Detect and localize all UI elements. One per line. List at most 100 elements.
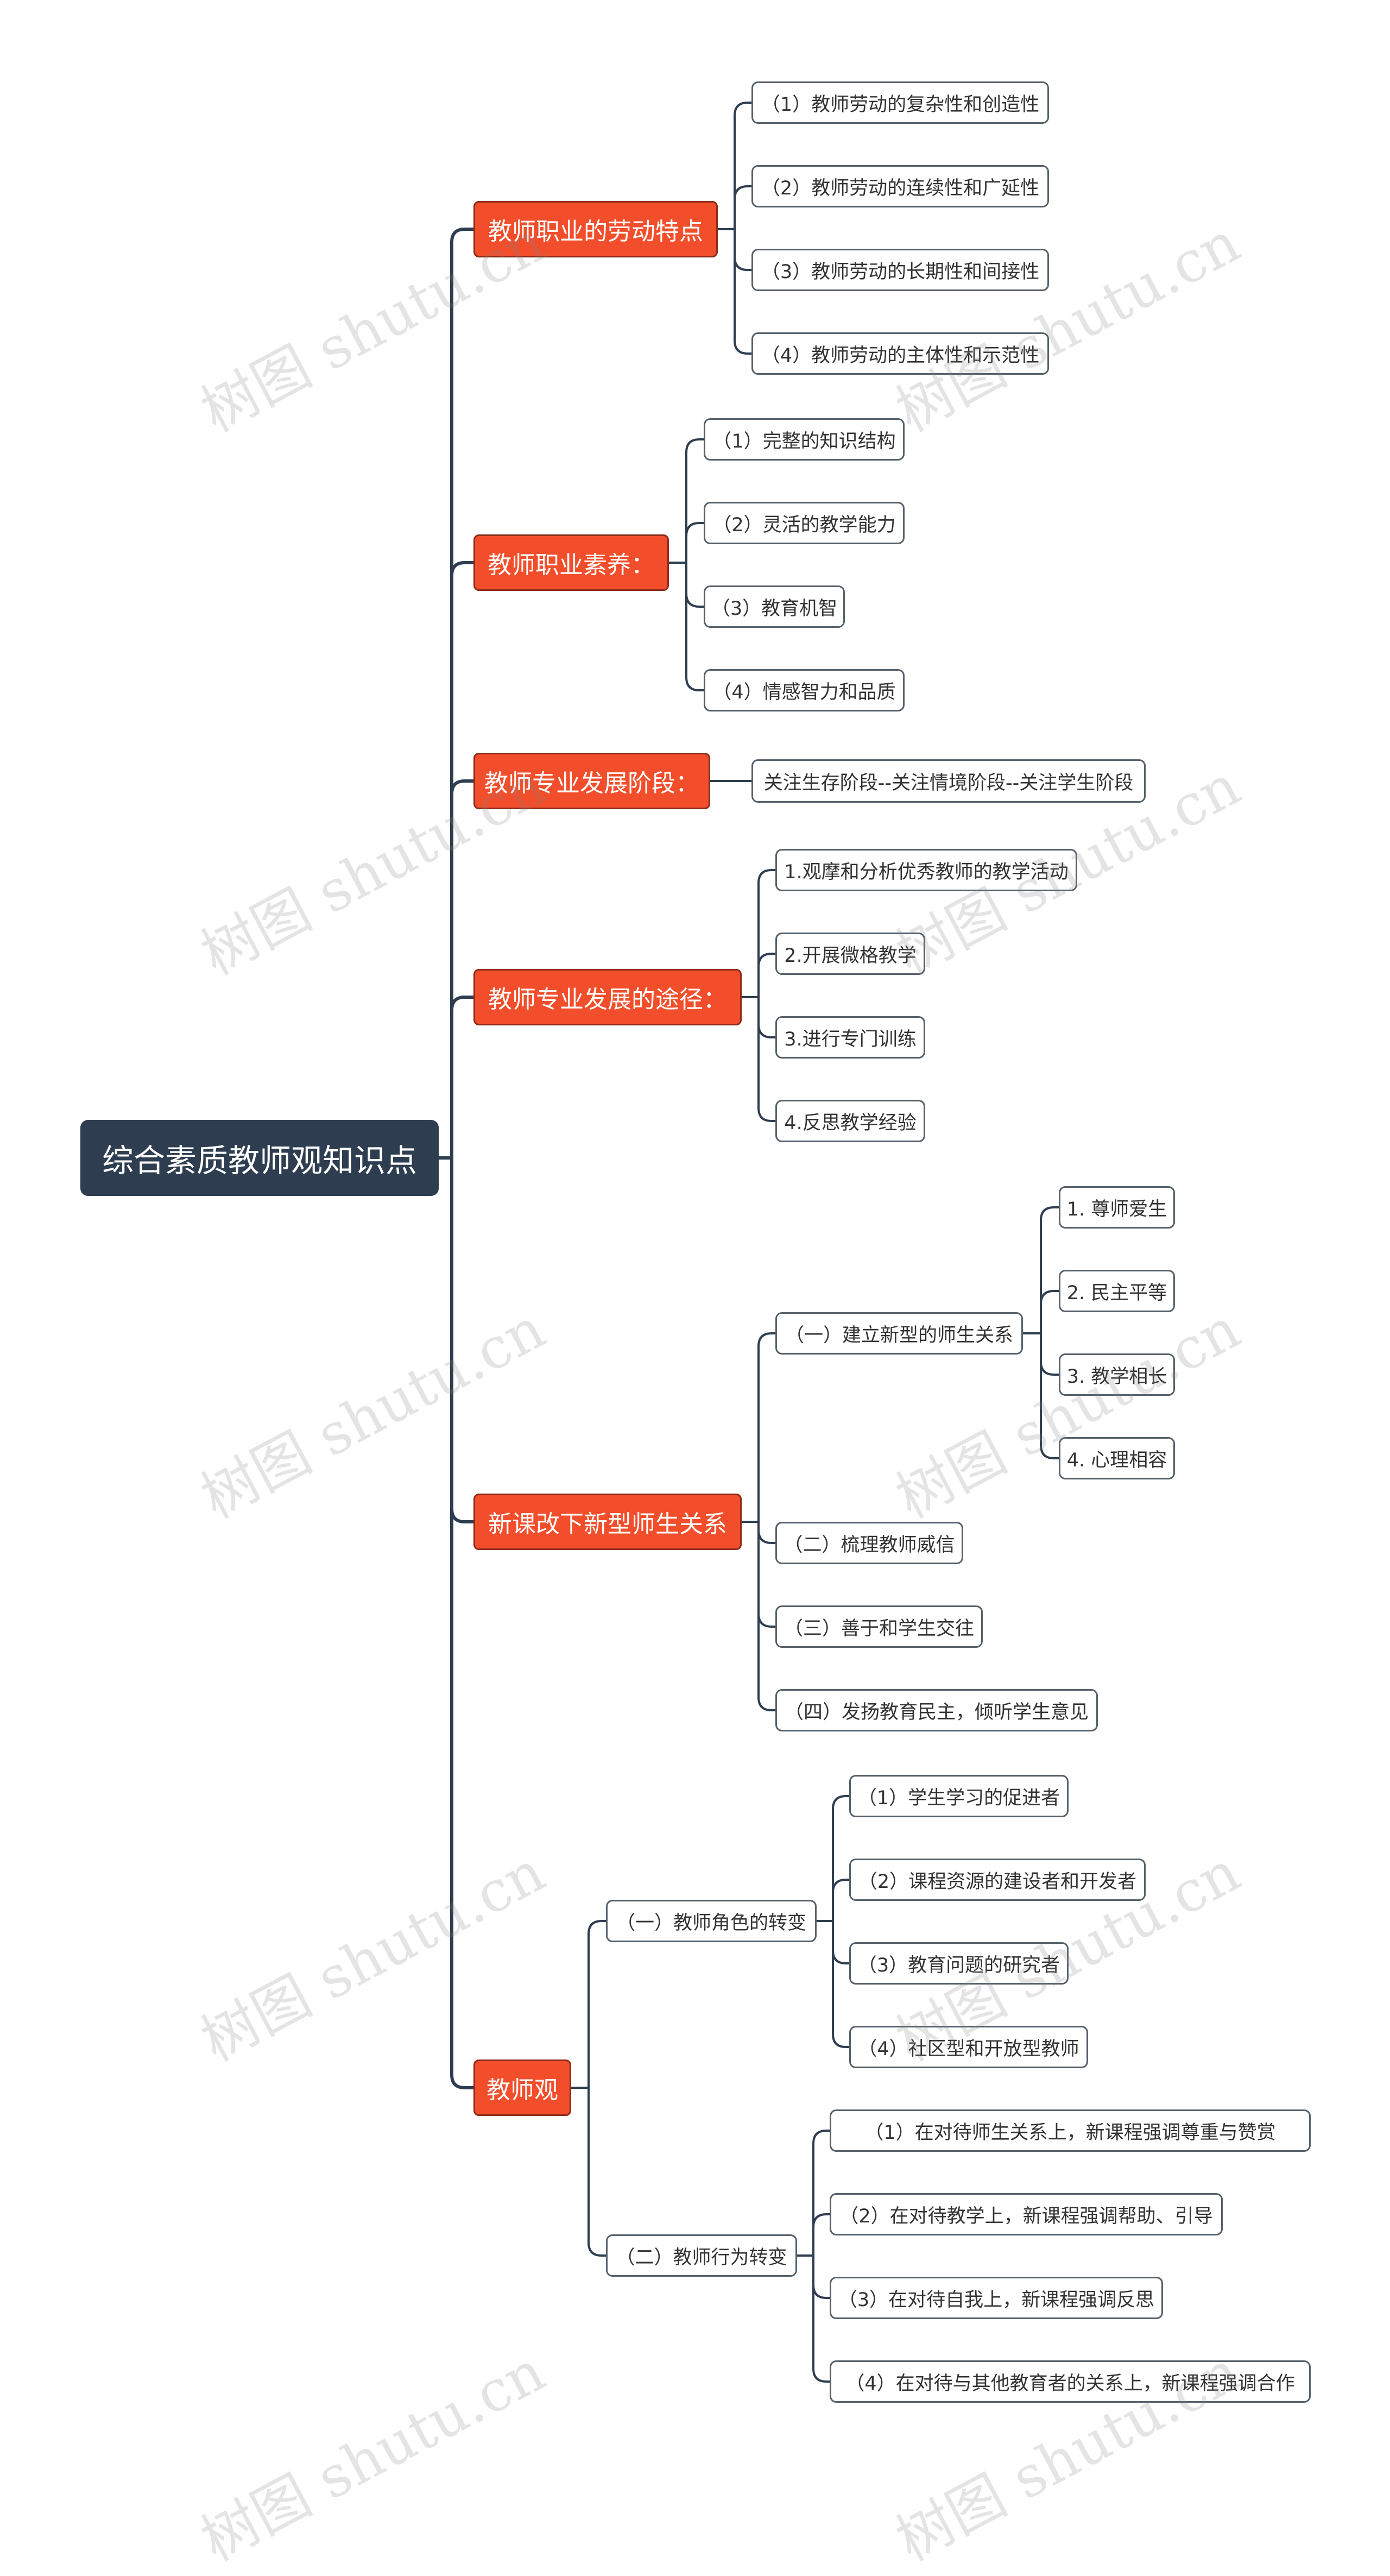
subtopic[interactable]: 1.观摩和分析优秀教师的教学活动 [775, 849, 1077, 891]
subtopic[interactable]: （1）完整的知识结构 [704, 418, 905, 461]
subtopic[interactable]: （4）教师劳动的主体性和示范性 [751, 332, 1049, 375]
connector-line [757, 953, 776, 968]
connector-line [734, 102, 753, 117]
connector-line [450, 228, 475, 244]
node-label: （三）善于和学生交往 [784, 1617, 974, 1640]
subtopic[interactable]: （2）教师劳动的连续性和广延性 [751, 165, 1049, 207]
subtopic-detail[interactable]: 4. 心理相容 [1059, 1437, 1175, 1479]
subtopic[interactable]: （四）发扬教育民主，倾听学生意见 [775, 1689, 1098, 1731]
connector-line [1040, 1361, 1060, 1376]
node-label: （1）学生学习的促进者 [857, 1787, 1060, 1809]
node-label: 教师观 [486, 2076, 558, 2104]
subtopic-detail[interactable]: （3）教育问题的研究者 [849, 1942, 1069, 1985]
node-label: （3）教师劳动的长期性和间接性 [761, 261, 1040, 283]
subtopic-detail[interactable]: 2. 民主平等 [1059, 1270, 1175, 1312]
connector-line [450, 1507, 475, 1523]
connector-line [734, 256, 753, 271]
subtopic-detail[interactable]: 3. 教学相长 [1059, 1353, 1175, 1396]
node-label: （四）发扬教育民主，倾听学生意见 [784, 1701, 1089, 1723]
subtopic-detail[interactable]: （4）社区型和开放型教师 [849, 2026, 1088, 2068]
node-label: （4）在对待与其他教育者的关系上，新课程强调合作 [845, 2372, 1295, 2395]
node-label: 2.开展微格教学 [784, 944, 917, 967]
subtopic-detail[interactable]: （4）在对待与其他教育者的关系上，新课程强调合作 [830, 2360, 1311, 2403]
node-label: （3）教育机智 [711, 597, 838, 620]
subtopic[interactable]: （一）建立新型的师生关系 [775, 1312, 1023, 1355]
node-label: 4.反思教学经验 [784, 1112, 917, 1134]
connector-line [685, 676, 705, 691]
connector-line [734, 185, 753, 200]
connector-line [450, 779, 475, 796]
subtopic[interactable]: （3）教师劳动的长期性和间接性 [751, 249, 1049, 291]
subtopic[interactable]: 4.反思教学经验 [775, 1100, 925, 1142]
branch-topic[interactable]: 教师职业的劳动特点 [473, 201, 718, 257]
connector-line [1040, 1206, 1060, 1221]
subtopic[interactable]: （2）灵活的教学能力 [704, 502, 905, 544]
subtopic[interactable]: （一）教师角色的转变 [606, 1900, 817, 1942]
connector-line [757, 1696, 776, 1711]
connector-line [832, 1949, 850, 1964]
node-label: 1. 尊师爱生 [1066, 1198, 1167, 1220]
node-label: （2）灵活的教学能力 [712, 514, 896, 536]
branch-topic[interactable]: 教师观 [473, 2059, 571, 2116]
connector-line [450, 561, 475, 577]
connector-lines [437, 102, 1060, 2383]
node-label: 4. 心理相容 [1066, 1449, 1167, 1471]
subtopic[interactable]: （二）教师行为转变 [606, 2234, 797, 2277]
connector-line [812, 2213, 831, 2228]
node-label: 综合素质教师观知识点 [102, 1142, 417, 1179]
node-label: （2）教师劳动的连续性和广延性 [761, 177, 1040, 199]
subtopic-detail[interactable]: （1）学生学习的促进者 [849, 1775, 1069, 1817]
connector-line [450, 2073, 475, 2089]
node-label: 2. 民主平等 [1066, 1282, 1167, 1304]
subtopic-detail[interactable]: （1）在对待师生关系上，新课程强调尊重与赞赏 [830, 2109, 1311, 2152]
branch-topic[interactable]: 新课改下新型师生关系 [473, 1494, 742, 1550]
node-label: （2）在对待教学上，新课程强调帮助、引导 [839, 2205, 1213, 2227]
connector-line [734, 339, 753, 355]
node-label: （一）教师角色的转变 [616, 1912, 806, 1934]
node-label: （一）建立新型的师生关系 [785, 1324, 1013, 1346]
subtopic[interactable]: （1）教师劳动的复杂性和创造性 [751, 81, 1049, 124]
connector-line [1040, 1290, 1060, 1305]
connector-line [587, 2241, 607, 2257]
branch-topic[interactable]: 教师专业发展阶段： [473, 753, 710, 809]
node-label: 新课改下新型师生关系 [488, 1510, 727, 1538]
branch-topic[interactable]: 教师专业发展的途径： [473, 969, 742, 1025]
subtopic-detail[interactable]: （2）在对待教学上，新课程强调帮助、引导 [830, 2193, 1223, 2235]
connector-line [685, 593, 705, 608]
connector-line [812, 2367, 831, 2383]
connector-line [832, 1795, 850, 1810]
subtopic-detail[interactable]: 1. 尊师爱生 [1059, 1186, 1175, 1229]
subtopic[interactable]: （4）情感智力和品质 [704, 669, 905, 711]
subtopic-detail[interactable]: （3）在对待自我上，新课程强调反思 [830, 2277, 1163, 2319]
subtopic[interactable]: （3）教育机智 [704, 585, 845, 628]
node-label: 关注生存阶段--关注情境阶段--关注学生阶段 [763, 772, 1134, 794]
node-label: 教师职业素养： [488, 551, 655, 579]
connector-line [587, 1920, 607, 1935]
connector-line [757, 869, 776, 884]
node-label: （二）梳理教师威信 [784, 1534, 955, 1556]
connector-line [450, 996, 475, 1012]
connector-line [757, 1613, 776, 1628]
node-label: （2）课程资源的建设者和开发者 [858, 1870, 1137, 1893]
node-label: （3）在对待自我上，新课程强调反思 [838, 2289, 1155, 2311]
root-topic[interactable]: 综合素质教师观知识点 [80, 1120, 439, 1196]
node-label: 1.观摩和分析优秀教师的教学活动 [784, 861, 1069, 883]
node-label: （二）教师行为转变 [616, 2246, 787, 2269]
subtopic-detail[interactable]: （2）课程资源的建设者和开发者 [849, 1859, 1146, 1901]
subtopic[interactable]: 关注生存阶段--关注情境阶段--关注学生阶段 [751, 759, 1146, 803]
node-label: 教师专业发展阶段： [484, 770, 699, 797]
connector-line [685, 438, 705, 454]
branch-topic[interactable]: 教师职业素养： [473, 534, 669, 591]
subtopic[interactable]: 2.开展微格教学 [775, 933, 925, 975]
connector-line [757, 1107, 776, 1122]
connector-line [685, 522, 705, 537]
subtopic[interactable]: （三）善于和学生交往 [775, 1605, 983, 1648]
node-label: （4）社区型和开放型教师 [858, 2038, 1079, 2060]
subtopic[interactable]: （二）梳理教师威信 [775, 1522, 963, 1564]
connector-line [1040, 1444, 1060, 1459]
node-label: （4）教师劳动的主体性和示范性 [761, 344, 1040, 367]
subtopic[interactable]: 3.进行专门训练 [775, 1016, 925, 1059]
node-label: 3.进行专门训练 [784, 1028, 917, 1050]
connector-line [757, 1332, 776, 1347]
connector-line [832, 1879, 850, 1894]
